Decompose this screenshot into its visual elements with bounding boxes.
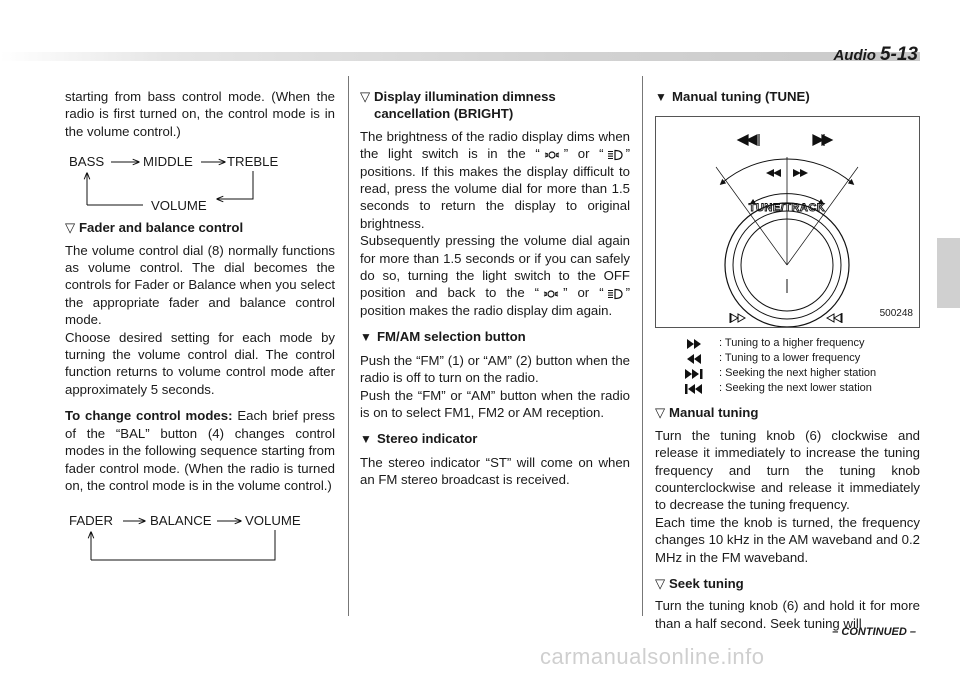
column-2: ▽Display illumination dimness cancellati… xyxy=(360,88,630,498)
skip-forward-icon xyxy=(825,313,843,324)
flow-bass: BASS xyxy=(69,154,105,170)
headlight-icon xyxy=(606,150,623,161)
seek-tuning-heading: ▽Seek tuning xyxy=(655,576,744,592)
manual-paragraph-2: Each time the knob is turned, the freque… xyxy=(655,514,920,565)
legend-row: : Tuning to a lower frequency xyxy=(673,351,920,366)
manual-paragraph-1: Turn the tuning knob (6) clockwise and r… xyxy=(655,427,920,513)
filled-triangle-icon: ▼ xyxy=(655,90,667,104)
open-triangle-icon: ▽ xyxy=(655,405,666,421)
rewind-icon xyxy=(766,169,781,178)
intro-paragraph: starting from bass control mode. (When t… xyxy=(65,89,335,139)
skip-back-icon xyxy=(736,134,760,147)
fast-forward-icon xyxy=(687,338,701,349)
legend-row: : Seeking the next lower station xyxy=(673,381,920,396)
filled-triangle-icon: ▼ xyxy=(360,330,372,345)
tuning-legend: : Tuning to a higher frequency : Tuning … xyxy=(673,336,920,396)
flow-fader: FADER xyxy=(69,513,113,529)
tuning-knob-figure: TUNE/TRACK 500248 xyxy=(655,116,920,329)
fader-heading: ▽Fader and balance control xyxy=(65,220,244,236)
flow-balance: BALANCE xyxy=(150,513,212,529)
dim-paragraph-2: Subsequently pressing the volume dial ag… xyxy=(360,233,630,318)
flow-volume-2: VOLUME xyxy=(245,513,301,529)
stereo-paragraph: The stereo indicator “ST” will come on w… xyxy=(360,454,630,488)
section-title: Audio xyxy=(833,47,876,64)
column-divider-1 xyxy=(348,76,349,616)
filled-triangle-icon: ▼ xyxy=(360,432,372,447)
page-number: 5-13 xyxy=(879,44,918,65)
fader-paragraph-1: The volume control dial (8) normally fun… xyxy=(65,242,335,328)
dim-paragraph-1: The brightness of the radio display dims… xyxy=(360,128,630,231)
figure-code: 500248 xyxy=(879,308,913,319)
open-triangle-icon: ▽ xyxy=(360,89,371,104)
flow-middle: MIDDLE xyxy=(143,154,193,170)
fm-am-heading: ▼FM/AM selection button xyxy=(360,328,630,346)
flow-arrows-2 xyxy=(65,508,276,561)
stereo-heading: ▼Stereo indicator xyxy=(360,430,630,448)
rewind-icon xyxy=(687,353,701,364)
dim-heading: ▽Display illumination dimness cancellati… xyxy=(360,89,556,122)
knob-label: TUNE/TRACK xyxy=(749,202,826,214)
flow-volume: VOLUME xyxy=(151,198,207,214)
manual-tuning-main-heading: ▼Manual tuning (TUNE) xyxy=(655,88,920,106)
column-1: starting from bass control mode. (When t… xyxy=(65,88,335,568)
legend-row: : Tuning to a higher frequency xyxy=(673,336,920,351)
skip-forward-icon xyxy=(685,368,703,379)
seek-paragraph: Turn the tuning knob (6) and hold it for… xyxy=(655,598,920,631)
parking-light-icon xyxy=(543,290,559,299)
headlight-icon xyxy=(606,289,623,300)
change-modes-paragraph: To change control modes: Each brief pres… xyxy=(65,408,335,493)
flow-treble: TREBLE xyxy=(227,154,279,170)
fast-forward-icon xyxy=(793,169,808,178)
skip-forward-icon xyxy=(812,134,834,147)
legend-row: : Seeking the next higher station xyxy=(673,366,920,381)
column-divider-2 xyxy=(642,76,643,616)
watermark: carmanualsonline.info xyxy=(540,644,765,669)
fader-balance-volume-flow: FADER BALANCE VOLUME xyxy=(65,508,335,568)
chapter-tab xyxy=(937,238,960,308)
skip-back-icon xyxy=(729,313,747,324)
continued-label: – CONTINUED – xyxy=(832,626,916,638)
parking-light-icon xyxy=(544,151,560,159)
manual-tuning-heading: ▽Manual tuning xyxy=(655,405,759,421)
fm-am-paragraph-1: Push the “FM” (1) or “AM” (2) button whe… xyxy=(360,352,630,386)
fm-am-paragraph-2: Push the “FM” or “AM” button when the ra… xyxy=(360,387,630,420)
tuning-knob-diagram: TUNE/TRACK xyxy=(715,134,859,329)
open-triangle-icon: ▽ xyxy=(655,576,666,592)
column-3: ▼Manual tuning (TUNE) TUNE/TRACK xyxy=(655,88,920,641)
skip-back-icon xyxy=(685,383,702,394)
flow-arrows xyxy=(65,149,254,206)
open-triangle-icon: ▽ xyxy=(65,220,76,236)
header-bar xyxy=(0,52,920,61)
bass-middle-treble-flow: BASS MIDDLE TREBLE VOLUME xyxy=(65,149,335,219)
fader-paragraph-2: Choose desired setting for each mode by … xyxy=(65,329,335,397)
